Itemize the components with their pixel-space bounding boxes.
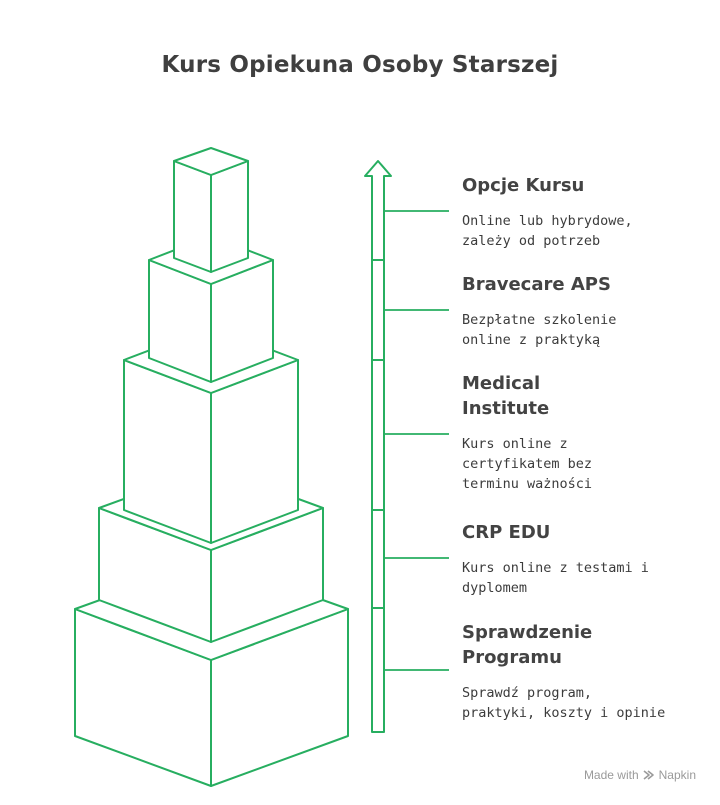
made-with-footer: Made with Napkin [584, 768, 696, 782]
level-desc-4: Kurs online z testami i dyplomem [462, 560, 649, 596]
connector-lines [384, 210, 449, 671]
stack-block-2 [148, 235, 274, 383]
level-item-2: Bravecare APS Bezpłatne szkolenie online… [462, 272, 712, 350]
napkin-logo-icon [643, 770, 654, 780]
level-desc-1: Online lub hybrydowe, zależy od potrzeb [462, 213, 633, 249]
level-desc-2: Bezpłatne szkolenie online z praktyką [462, 312, 617, 348]
level-item-5: Sprawdzenie Programu Sprawdź program, pr… [462, 620, 712, 723]
level-title-3: Medical Institute [462, 373, 550, 419]
page-title: Kurs Opiekuna Osoby Starszej [161, 52, 559, 78]
level-item-4: CRP EDU Kurs online z testami i dyplomem [462, 520, 712, 598]
brand-label: Napkin [658, 768, 696, 782]
level-title-4: CRP EDU [462, 522, 551, 543]
made-with-label: Made with [583, 768, 639, 782]
stack-block-1 [173, 147, 249, 273]
level-desc-3: Kurs online z certyfikatem bez terminu w… [462, 436, 593, 492]
level-title-5: Sprawdzenie Programu [462, 622, 593, 668]
arrow-dividers [372, 259, 384, 609]
level-desc-5: Sprawdź program, praktyki, koszty i opin… [462, 685, 666, 721]
progress-arrow [364, 160, 392, 733]
level-title-1: Opcje Kursu [462, 175, 585, 196]
level-item-3: Medical Institute Kurs online z certyfik… [462, 371, 712, 494]
level-item-1: Opcje Kursu Online lub hybrydowe, zależy… [462, 173, 712, 251]
level-title-2: Bravecare APS [462, 274, 611, 295]
